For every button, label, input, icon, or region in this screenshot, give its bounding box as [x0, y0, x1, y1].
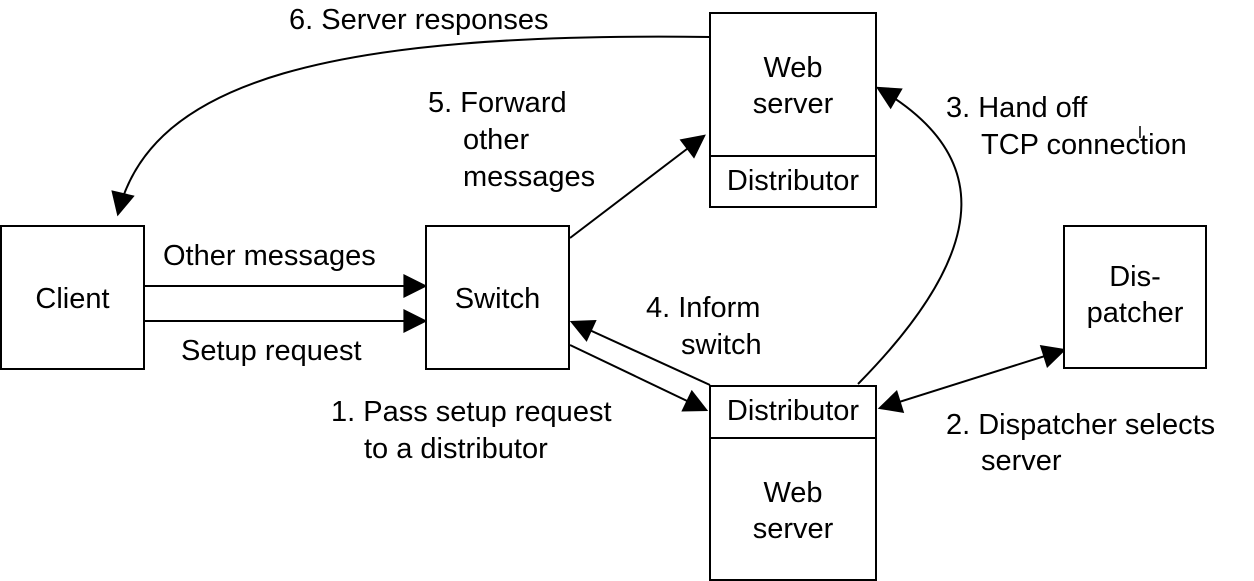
step5-label-line1: 5. Forward — [428, 87, 567, 119]
step4-label-line2: switch — [681, 329, 762, 361]
step5-label-line2: other — [463, 124, 530, 156]
dispatcher-node: Dis- patcher — [1063, 225, 1207, 369]
step1-label-line1: 1. Pass setup request — [331, 396, 612, 428]
distributor-top-label: Distributor — [726, 165, 860, 197]
web-server-top-label-line2: server — [752, 88, 834, 120]
web-server-bottom-divider — [711, 437, 875, 439]
web-server-bottom-label-line1: Web — [763, 477, 823, 509]
switch-label: Switch — [454, 283, 541, 315]
dispatcher-selects-arrow — [877, 345, 1067, 413]
hand-off-tcp-arrow — [857, 86, 963, 385]
web-server-top-divider — [711, 155, 875, 157]
web-server-top-node: Web server Distributor — [709, 12, 877, 208]
server-responses-arrow — [111, 35, 711, 217]
step1-label-line2: to a distributor — [364, 433, 548, 465]
web-server-top-label-line1: Web — [763, 52, 823, 84]
step5-label-line3: messages — [463, 161, 596, 193]
step6-label: 6. Server responses — [289, 4, 549, 36]
distributor-bottom-label: Distributor — [726, 395, 860, 427]
step2-label-line1: 2. Dispatcher selects — [946, 409, 1216, 441]
step3-label-line2: TCP connection — [981, 129, 1187, 161]
step4-label-line1: 4. Inform — [646, 292, 761, 324]
client-label: Client — [35, 283, 110, 315]
inform-switch-arrow — [569, 320, 711, 386]
web-server-bottom-node: Distributor Web server — [709, 385, 877, 581]
other-messages-label: Other messages — [163, 240, 376, 272]
client-node: Client — [0, 225, 145, 370]
switch-node: Switch — [425, 225, 570, 370]
web-server-bottom-label-line2: server — [752, 513, 834, 545]
setup-request-label: Setup request — [181, 335, 362, 367]
forward-messages-arrow — [569, 134, 706, 239]
dispatcher-label-line1: Dis- — [1109, 261, 1161, 293]
step2-label-line2: server — [981, 445, 1062, 477]
dispatcher-label-line2: patcher — [1086, 297, 1184, 329]
pass-setup-request-arrow — [569, 344, 709, 412]
step3-label-line1: 3. Hand off — [946, 92, 1088, 124]
